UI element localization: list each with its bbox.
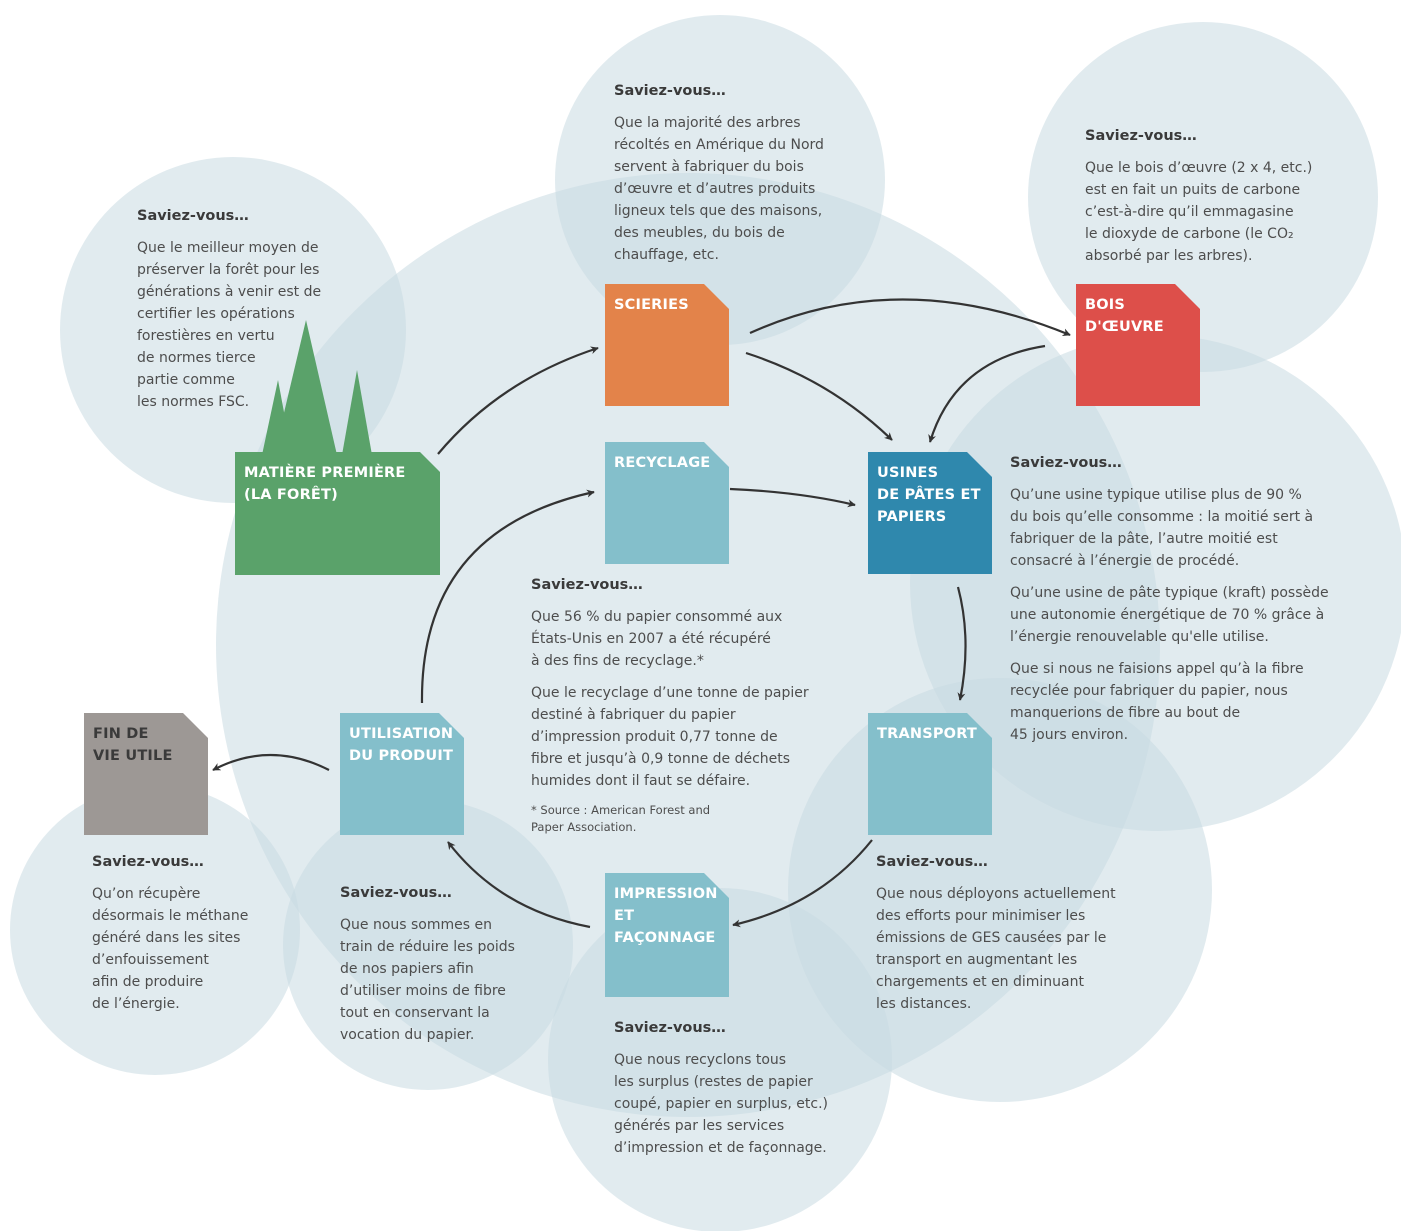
fact-bois-oeuvre: Saviez-vous… Que le bois d’œuvre (2 x 4,… bbox=[1085, 125, 1345, 277]
background-circles bbox=[10, 15, 1401, 1231]
scieries-node: SCIERIES bbox=[605, 284, 729, 406]
document-shape bbox=[605, 442, 729, 564]
tree-small-left bbox=[262, 380, 292, 455]
arrow-printing-to-use bbox=[447, 841, 591, 929]
fact-foret: Saviez-vous… Que le meilleur moyen de pr… bbox=[137, 205, 372, 423]
node-label: FIN DE VIE UTILE bbox=[93, 726, 173, 764]
node-label: USINES DE PÂTES ET PAPIERS bbox=[877, 465, 981, 525]
document-shape bbox=[84, 713, 208, 835]
arrow-use-to-end-of-life bbox=[212, 753, 330, 771]
fact-text-1: Qu’une usine typique utilise plus de 90 … bbox=[1010, 487, 1314, 569]
utilisation-node: UTILISATION DU PRODUIT bbox=[340, 713, 464, 835]
fact-text-2: Que le recyclage d’une tonne de papier d… bbox=[531, 685, 809, 789]
fact-heading: Saviez-vous… bbox=[1085, 128, 1197, 144]
fact-heading: Saviez-vous… bbox=[614, 1020, 726, 1036]
arrow-forest-to-sawmill bbox=[437, 346, 599, 455]
recyclage-node: RECYCLAGE bbox=[605, 442, 729, 564]
bois-oeuvre-node: BOIS D'ŒUVRE bbox=[1076, 284, 1200, 406]
fact-text-3: Que si nous ne faisions appel qu’à la fi… bbox=[1010, 661, 1304, 743]
document-shape bbox=[868, 452, 992, 574]
document-shape bbox=[235, 452, 440, 575]
fact-text-2: Qu’une usine de pâte typique (kraft) pos… bbox=[1010, 585, 1329, 645]
forest-trees bbox=[262, 320, 372, 455]
fact-heading: Saviez-vous… bbox=[92, 854, 204, 870]
matiere-premiere-node: MATIÈRE PREMIÈRE (LA FORÊT) bbox=[235, 452, 440, 575]
fact-text: Que le bois d’œuvre (2 x 4, etc.) est en… bbox=[1085, 160, 1313, 264]
arrow-sawmill-to-lumber bbox=[749, 298, 1071, 337]
fact-text: Qu’on récupère désormais le méthane géné… bbox=[92, 886, 249, 1012]
document-shape bbox=[340, 713, 464, 835]
document-shape bbox=[605, 284, 729, 406]
document-shape bbox=[1076, 284, 1200, 406]
arrow-sawmill-to-mill bbox=[745, 351, 893, 441]
fact-transport: Saviez-vous… Que nous déployons actuelle… bbox=[876, 851, 1176, 1025]
arrow-transport-to-printing bbox=[732, 839, 873, 928]
fact-text: Que le meilleur moyen de préserver la fo… bbox=[137, 240, 322, 410]
node-label: TRANSPORT bbox=[877, 726, 978, 742]
node-label: UTILISATION DU PRODUIT bbox=[349, 726, 454, 764]
node-label: IMPRESSION ET FAÇONNAGE bbox=[614, 886, 718, 946]
arrow-lumber-to-mill bbox=[928, 344, 1046, 443]
document-shape bbox=[605, 873, 729, 997]
fact-heading: Saviez-vous… bbox=[137, 208, 249, 224]
tree-right bbox=[342, 370, 372, 455]
fact-recyclage: Saviez-vous… Que 56 % du papier consommé… bbox=[531, 574, 851, 836]
fact-fin-de-vie: Saviez-vous… Qu’on récupère désormais le… bbox=[92, 851, 292, 1025]
fact-text: Que la majorité des arbres récoltés en A… bbox=[614, 115, 824, 263]
circle-sawmill-fact bbox=[555, 15, 885, 345]
fact-heading: Saviez-vous… bbox=[1010, 455, 1122, 471]
fact-scieries: Saviez-vous… Que la majorité des arbres … bbox=[614, 80, 874, 276]
fact-text: Que nous sommes en train de réduire les … bbox=[340, 917, 515, 1043]
impression-node: IMPRESSION ET FAÇONNAGE bbox=[605, 873, 729, 997]
fact-usines: Saviez-vous… Qu’une usine typique utilis… bbox=[1010, 452, 1350, 756]
node-label: MATIÈRE PREMIÈRE (LA FORÊT) bbox=[244, 465, 406, 503]
fact-text-1: Que 56 % du papier consommé aux États-Un… bbox=[531, 609, 783, 669]
fact-text: Que nous recyclons tous les surplus (res… bbox=[614, 1052, 829, 1156]
arrow-recycling-to-mill bbox=[729, 487, 856, 508]
cycle-arrows bbox=[212, 298, 1071, 929]
fin-de-vie-node: FIN DE VIE UTILE bbox=[84, 713, 208, 835]
fact-heading: Saviez-vous… bbox=[531, 577, 643, 593]
circle-use-fact bbox=[283, 800, 573, 1090]
fact-heading: Saviez-vous… bbox=[876, 854, 988, 870]
tree-large bbox=[274, 320, 337, 455]
document-shape bbox=[868, 713, 992, 835]
arrow-mill-to-transport bbox=[956, 586, 967, 701]
node-label: SCIERIES bbox=[614, 297, 689, 313]
fact-utilisation: Saviez-vous… Que nous sommes en train de… bbox=[340, 882, 560, 1056]
fact-text: Que nous déployons actuellement des effo… bbox=[876, 886, 1116, 1012]
fact-heading: Saviez-vous… bbox=[340, 885, 452, 901]
transport-node: TRANSPORT bbox=[868, 713, 992, 835]
fact-impression: Saviez-vous… Que nous recyclons tous les… bbox=[614, 1017, 884, 1169]
fact-heading: Saviez-vous… bbox=[614, 83, 726, 99]
source-footnote: * Source : American Forest and Paper Ass… bbox=[531, 803, 711, 834]
node-label: BOIS D'ŒUVRE bbox=[1085, 297, 1164, 335]
node-label: RECYCLAGE bbox=[614, 455, 711, 471]
usines-node: USINES DE PÂTES ET PAPIERS bbox=[868, 452, 992, 574]
arrow-use-to-recycling bbox=[420, 489, 595, 704]
circle-end-of-life-fact bbox=[10, 785, 300, 1075]
